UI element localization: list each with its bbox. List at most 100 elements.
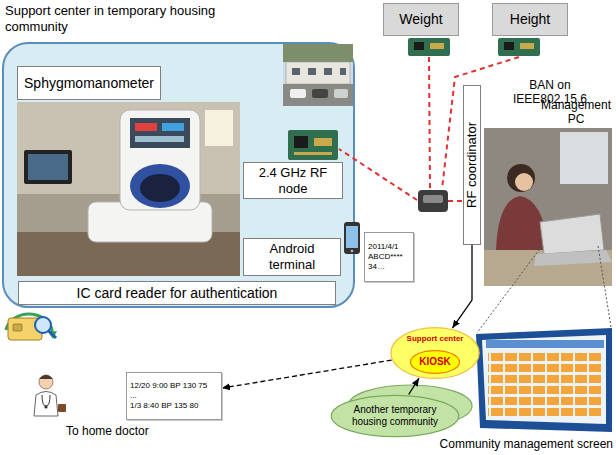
sensor-board-part — [520, 43, 534, 49]
phone-icon-part — [351, 250, 354, 253]
housing-photo-part — [340, 68, 346, 75]
doctor-figure-part — [42, 395, 50, 406]
sensor-box: Height — [492, 3, 568, 36]
pc-photo — [484, 128, 612, 286]
sphygmomanometer-photo-part — [130, 118, 190, 148]
rf-node-board-part — [294, 136, 308, 148]
connector — [452, 245, 472, 328]
doctor-figure-part — [58, 404, 66, 412]
node-text: 2.4 GHz RF node — [249, 165, 337, 196]
device-label: Management PC — [540, 98, 612, 127]
sensor-board-part — [430, 43, 444, 49]
management-screen-part — [486, 340, 604, 348]
screen-caption: Community management screen — [420, 437, 613, 451]
node-text: 1/3 8:40 BP 135 80 — [130, 401, 198, 411]
housing-photo-part — [283, 84, 353, 106]
recipient-label: To home doctor — [66, 424, 166, 438]
ban-link — [339, 149, 417, 200]
sensor-box: Weight — [383, 3, 459, 36]
record-note: 12/20 9:00 BP 130 75...1/3 8:40 BP 135 8… — [126, 372, 222, 420]
sphygmomanometer-photo-part — [135, 123, 157, 131]
sphygmomanometer-photo-part — [205, 110, 233, 146]
sensor-board-part — [498, 38, 540, 56]
rf-node-board-part — [314, 138, 332, 146]
kiosk-oval: KIOSK — [410, 350, 460, 374]
management-screen — [476, 328, 612, 432]
housing-photo-part — [286, 62, 350, 84]
sphygmomanometer-photo-part — [135, 136, 184, 142]
sensor-board-part — [414, 42, 424, 50]
node-text: Sphygmomanometer — [24, 75, 154, 92]
doctor-figure-part — [39, 375, 53, 389]
node-text: KIOSK — [419, 356, 451, 368]
sphygmomanometer-photo-part — [28, 154, 68, 180]
ban-link-part — [448, 200, 462, 202]
sensor-board-part — [408, 38, 450, 56]
pc-photo-part — [484, 128, 612, 286]
record-note: 2011/4/1ABCD****34… — [364, 232, 414, 282]
community-region: Support center in temporary housing comm… — [2, 42, 355, 308]
doctor-figure — [34, 375, 66, 416]
node-text: ... — [130, 391, 137, 401]
node-text: Another temporary housing community — [347, 404, 443, 428]
node-text: 2011/4/1 — [368, 242, 399, 252]
management-screen-part — [488, 352, 602, 416]
ban-hub — [418, 190, 448, 212]
housing-photo-part — [308, 68, 316, 75]
device-box: 2.4 GHz RF node — [243, 162, 343, 199]
sensor-board — [408, 38, 450, 56]
housing-photo-part — [283, 44, 353, 106]
phone-icon-part — [344, 222, 360, 254]
connector — [222, 360, 392, 388]
management-screen-part — [482, 335, 606, 424]
kiosk-center: Support centerKIOSK — [390, 326, 480, 380]
ic-card-icon-part — [35, 317, 51, 333]
node-text: Android terminal — [249, 241, 335, 272]
device-box: Sphygmomanometer — [17, 66, 161, 100]
sphygmomanometer-photo-part — [17, 102, 240, 276]
ic-card-icon-part — [48, 331, 57, 339]
ic-card-icon-part — [13, 324, 22, 331]
ban-hub-part — [418, 190, 448, 212]
housing-photo-part — [292, 68, 300, 75]
housing-photo-part — [334, 89, 348, 98]
node-text: Weight — [399, 11, 442, 28]
rf-node-board-part — [294, 152, 332, 155]
node-text: ABCD**** — [368, 252, 403, 262]
kiosk-center-shape — [391, 328, 479, 379]
sphygmomanometer-photo-part — [24, 150, 72, 184]
connector — [409, 378, 419, 394]
sensor-board-part — [504, 42, 514, 50]
doctor-figure-part — [44, 405, 47, 408]
kiosk-oval-shape — [411, 351, 460, 374]
housing-photo-part — [324, 68, 332, 75]
zoom-line-part — [477, 246, 542, 333]
housing-photo-part — [312, 89, 328, 98]
node-text: Support center in temporary housing comm… — [5, 3, 260, 35]
ban-link-part — [339, 149, 417, 200]
node-text: Support center — [407, 334, 464, 344]
device-box: Android terminal — [243, 238, 341, 276]
ban-hub-part — [423, 195, 443, 203]
sphygmomanometer-photo — [17, 102, 240, 276]
pc-photo-part — [515, 173, 533, 191]
sphygmomanometer-photo-part — [130, 164, 190, 208]
management-screen-part — [476, 328, 612, 432]
doctor-figure-part — [34, 392, 58, 417]
doctor-figure-part — [39, 375, 53, 379]
reader-box: IC card reader for authentication — [18, 281, 336, 305]
node-text: 12/20 9:00 BP 130 75 — [130, 381, 207, 391]
ban-link-part — [429, 57, 430, 189]
node-text: 34… — [368, 262, 385, 272]
pc-photo-part — [560, 132, 608, 184]
pc-photo-part — [507, 164, 535, 192]
sphygmomanometer-photo-part — [120, 110, 200, 210]
rf-node-board-part — [288, 130, 338, 160]
phone-icon — [344, 222, 360, 254]
node-text: Height — [510, 11, 550, 28]
coordinator-box: RF coordinator — [463, 85, 481, 245]
node-text: IC card reader for authentication — [77, 285, 278, 302]
sphygmomanometer-photo-part — [140, 174, 180, 202]
